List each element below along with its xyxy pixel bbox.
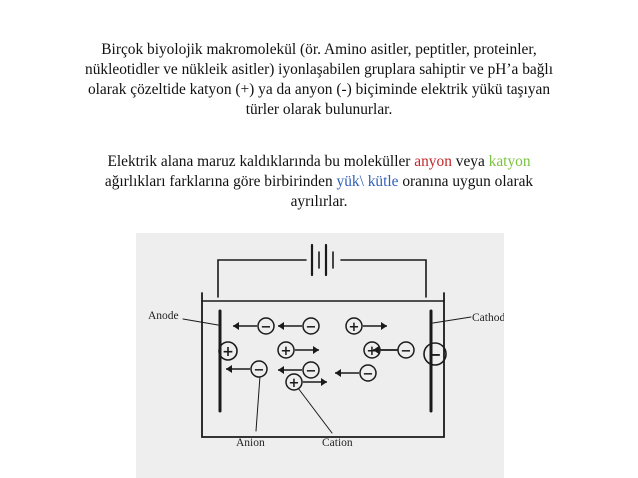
- separation-paragraph: Elektrik alana maruz kaldıklarında bu mo…: [0, 152, 638, 212]
- intro-line-1: Birçok biyolojik makromolekül (ör. Amino…: [101, 41, 537, 58]
- separation-text-1b: veya: [451, 153, 489, 170]
- word-anyon: anyon: [414, 153, 452, 170]
- anion-particle: −: [233, 317, 275, 335]
- circuit-wire: [217, 259, 427, 298]
- arrowhead: [381, 322, 387, 330]
- cation-pointer: [297, 387, 333, 434]
- ion-sign: −: [306, 320, 317, 335]
- arrowhead: [278, 322, 284, 330]
- arrowhead: [278, 366, 284, 374]
- ion-sign: −: [254, 363, 265, 378]
- cation-label: Cation: [322, 437, 353, 449]
- anode-label: Anode: [148, 310, 179, 322]
- anode-pointer: [182, 318, 219, 326]
- intro-line-2: nükleotidler ve nükleik asitler) iyonlaş…: [85, 61, 553, 78]
- ion-sign: +: [349, 320, 360, 335]
- separation-text-1a: Elektrik alana maruz kaldıklarında bu mo…: [107, 153, 415, 170]
- cathode-pointer: [432, 316, 472, 324]
- ion-sign: +: [367, 344, 378, 359]
- cathode-label: Cathode: [472, 312, 504, 324]
- ion-sign: −: [306, 364, 317, 379]
- arrowhead: [321, 378, 327, 386]
- anion-label: Anion: [236, 437, 265, 449]
- ion-sign: −: [261, 320, 272, 335]
- svg-text:−: −: [428, 345, 441, 364]
- ion-sign: −: [363, 367, 374, 382]
- anion-particle: −: [278, 317, 320, 335]
- electrode-left-sign: +: [218, 341, 238, 361]
- arrowhead: [226, 365, 232, 373]
- anion-particle: −: [373, 341, 415, 359]
- intro-paragraph: Birçok biyolojik makromolekül (ör. Amino…: [0, 40, 638, 120]
- ion-sign: −: [401, 344, 412, 359]
- arrowhead: [233, 322, 239, 330]
- intro-line-4: türler olarak bulunurlar.: [245, 101, 393, 118]
- svg-text:+: +: [222, 344, 234, 360]
- anion-particle: −: [278, 361, 320, 379]
- anion-pointer: [255, 375, 261, 432]
- cation-particle: +: [345, 317, 387, 335]
- separation-line-3: ayrılırlar.: [290, 193, 348, 210]
- ion-sign: +: [289, 376, 300, 391]
- word-katyon: katyon: [488, 153, 531, 170]
- separation-text-2a: ağırlıkları farklarına göre birbirinden: [104, 173, 337, 190]
- battery-icon: [310, 243, 334, 277]
- separation-line-2: ağırlıkları farklarına göre birbirinden …: [0, 172, 638, 192]
- ion-layer: −−+++−−−−+: [226, 317, 415, 391]
- electrode-right-sign: −: [423, 342, 447, 366]
- separation-text-2b: oranına uygun olarak: [398, 173, 534, 190]
- anion-particle: −: [226, 360, 268, 378]
- cation-particle: +: [277, 341, 319, 359]
- intro-line-3: olarak çözeltide katyon (+) ya da anyon …: [87, 81, 551, 98]
- anion-particle: −: [335, 364, 377, 382]
- arrowhead: [313, 346, 319, 354]
- arrowhead: [373, 346, 379, 354]
- separation-line-1: Elektrik alana maruz kaldıklarında bu mo…: [0, 152, 638, 172]
- electrophoresis-svg: + − −−+++−−−−+ Anode Cathode Anion Catio…: [148, 243, 504, 449]
- electrophoresis-diagram: + − −−+++−−−−+ Anode Cathode Anion Catio…: [136, 233, 504, 478]
- arrowhead: [335, 369, 341, 377]
- tank: [201, 292, 445, 438]
- ion-sign: +: [281, 344, 292, 359]
- word-charge-mass-ratio: yük\ kütle: [336, 173, 399, 190]
- cation-particle: +: [285, 373, 327, 391]
